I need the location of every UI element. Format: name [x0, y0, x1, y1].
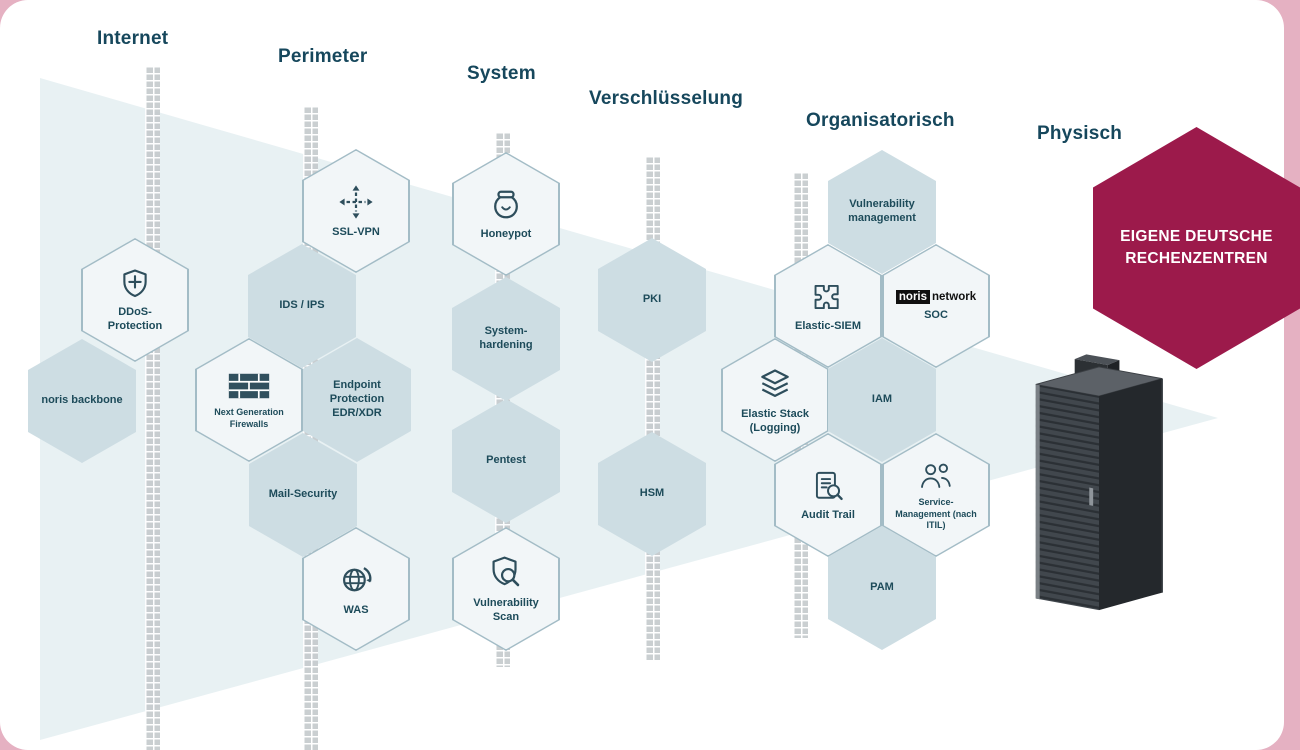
brick-wall-internet: [145, 66, 160, 750]
hex-label: Mail-Security: [268, 488, 338, 501]
hex-label: Honeypot: [480, 227, 532, 240]
hex-label: Elastic Stack (Logging): [741, 407, 809, 434]
hex-label: SOC: [924, 308, 948, 321]
layers-icon: [756, 365, 794, 403]
hex-label: WAS: [343, 603, 369, 616]
honeypot-icon: [488, 187, 524, 223]
shield-search-icon: [487, 554, 525, 592]
noris-logo-brand: noris: [895, 289, 931, 304]
globe-arrows-icon: [337, 561, 375, 599]
column-header-physisch: Physisch: [1037, 123, 1123, 144]
hex-label: HSM: [639, 487, 665, 500]
hex-label: PKI: [642, 293, 662, 306]
server-rack-illustration: [1035, 354, 1163, 611]
datacenter-badge-label: EIGENE DEUTSCHE RECHENZENTREN: [1120, 228, 1273, 267]
column-header-organisatorisch: Organisatorisch: [806, 110, 955, 131]
hex-label: Vulnerability management: [848, 198, 916, 224]
hex-label: IDS / IPS: [279, 299, 325, 312]
noris-logo-suffix: network: [932, 290, 977, 303]
column-header-system: System: [467, 63, 536, 84]
hex-label: DDoS-Protection: [107, 305, 163, 332]
puzzle-icon: [810, 279, 846, 315]
hex-label: Service-Management (nach ITIL): [895, 496, 977, 531]
hex-label: Endpoint Protection EDR/XDR: [329, 379, 385, 419]
column-header-internet: Internet: [97, 28, 169, 49]
hex-label: Pentest: [486, 454, 526, 467]
clipboard-search-icon: [810, 468, 846, 504]
hex-label: IAM: [871, 393, 893, 406]
hex-label: SSL-VPN: [332, 225, 380, 238]
team-icon: [916, 458, 956, 492]
column-header-verschl-sselung: Verschlüsselung: [589, 88, 744, 109]
firewall-icon: [227, 370, 271, 402]
hex-label: Vulnerability Scan: [473, 596, 539, 623]
shield-icon: [118, 267, 152, 301]
hex-label: System-hardening: [479, 325, 533, 351]
column-header-perimeter: Perimeter: [278, 46, 368, 67]
hex-label: Next Generation Firewalls: [214, 406, 284, 429]
hex-label: PAM: [870, 581, 894, 594]
hex-label: noris backbone: [41, 394, 123, 407]
brick-wall-verschluesselung: [645, 156, 660, 660]
move-arrows-icon: [337, 183, 375, 221]
hex-label: Elastic-SIEM: [794, 319, 862, 332]
hex-label: Audit Trail: [801, 508, 855, 521]
